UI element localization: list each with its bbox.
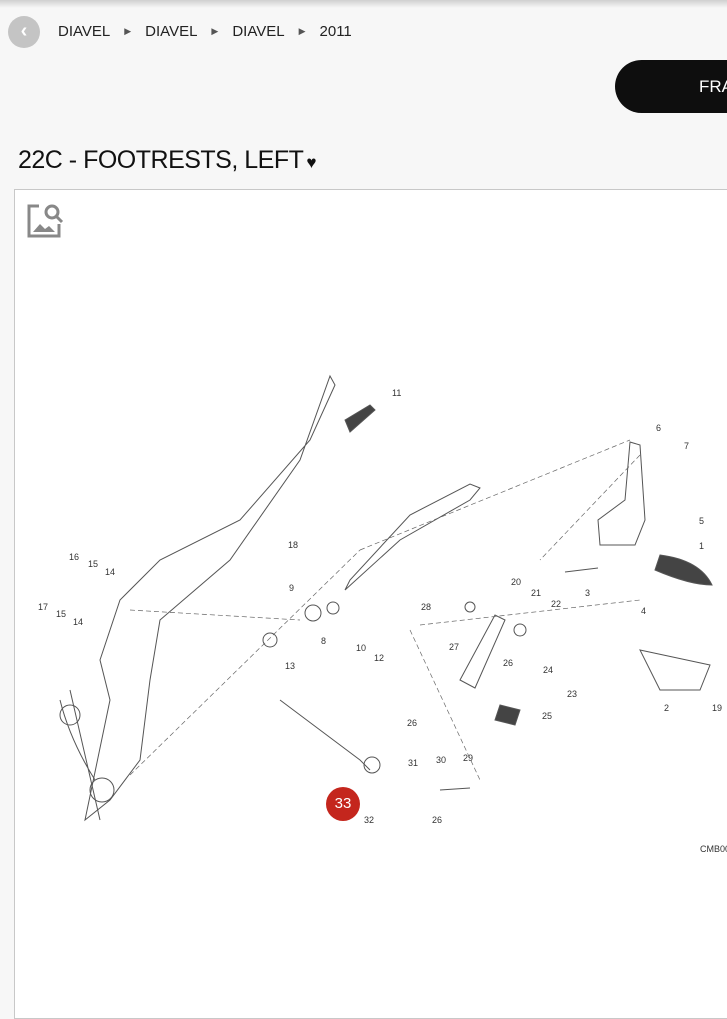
- part-callout[interactable]: 20: [511, 577, 521, 587]
- image-search-icon[interactable]: [25, 200, 65, 240]
- breadcrumb-item[interactable]: 2011: [319, 23, 352, 40]
- page-title-text: 22C - FOOTRESTS, LEFT: [18, 146, 304, 174]
- part-callout[interactable]: 21: [531, 588, 541, 598]
- part-callout[interactable]: 16: [69, 552, 79, 562]
- chevron-right-icon: ▶: [298, 26, 306, 36]
- part-callout[interactable]: 18: [288, 540, 298, 550]
- part-callout[interactable]: 31: [408, 758, 418, 768]
- part-callout[interactable]: 30: [436, 755, 446, 765]
- part-callout[interactable]: 25: [542, 711, 552, 721]
- top-shadow: [0, 0, 727, 8]
- part-callout[interactable]: 11: [392, 388, 401, 398]
- part-callout[interactable]: 29: [463, 753, 473, 763]
- back-button[interactable]: ‹: [8, 16, 40, 48]
- part-callout[interactable]: 27: [449, 642, 459, 652]
- part-callout[interactable]: 5: [699, 516, 704, 526]
- highlighted-part-badge[interactable]: 33: [326, 787, 360, 821]
- chevron-left-icon: ‹: [20, 20, 28, 42]
- part-callout[interactable]: 12: [374, 653, 384, 663]
- part-callout[interactable]: 7: [684, 441, 689, 451]
- part-callout[interactable]: 9: [289, 583, 294, 593]
- part-callout[interactable]: 26: [407, 718, 417, 728]
- part-callout[interactable]: 24: [543, 665, 553, 675]
- part-callout[interactable]: 15: [56, 609, 66, 619]
- part-callout[interactable]: 15: [88, 559, 98, 569]
- breadcrumb-item[interactable]: DIAVEL: [145, 23, 198, 40]
- part-callout[interactable]: 3: [585, 588, 590, 598]
- breadcrumb-item[interactable]: DIAVEL: [58, 23, 111, 40]
- part-callout[interactable]: 19: [712, 703, 722, 713]
- part-callout[interactable]: 28: [421, 602, 431, 612]
- part-callout[interactable]: 17: [38, 602, 48, 612]
- diagram-code: CMB00: [700, 844, 727, 854]
- part-callout[interactable]: 1: [699, 541, 704, 551]
- breadcrumb-item[interactable]: DIAVEL: [232, 23, 285, 40]
- breadcrumb: DIAVEL ▶ DIAVEL ▶ DIAVEL ▶ 2011: [58, 23, 352, 40]
- part-callout[interactable]: 6: [656, 423, 661, 433]
- heart-icon[interactable]: ♥: [306, 152, 316, 172]
- page-title: 22C - FOOTRESTS, LEFT♥: [18, 146, 316, 175]
- part-callout[interactable]: 8: [321, 636, 326, 646]
- part-callout[interactable]: 14: [73, 617, 83, 627]
- part-callout[interactable]: 2: [664, 703, 669, 713]
- chevron-right-icon: ▶: [211, 26, 219, 36]
- part-callout[interactable]: 13: [285, 661, 295, 671]
- part-callout[interactable]: 23: [567, 689, 577, 699]
- chevron-right-icon: ▶: [124, 26, 132, 36]
- part-callout[interactable]: 26: [503, 658, 513, 668]
- part-callout[interactable]: 32: [364, 815, 374, 825]
- part-callout[interactable]: 22: [551, 599, 561, 609]
- part-callout[interactable]: 14: [105, 567, 115, 577]
- part-callout[interactable]: 26: [432, 815, 442, 825]
- frame-button[interactable]: FRA: [615, 60, 727, 113]
- part-callout[interactable]: 4: [641, 606, 646, 616]
- part-callout[interactable]: 10: [356, 643, 366, 653]
